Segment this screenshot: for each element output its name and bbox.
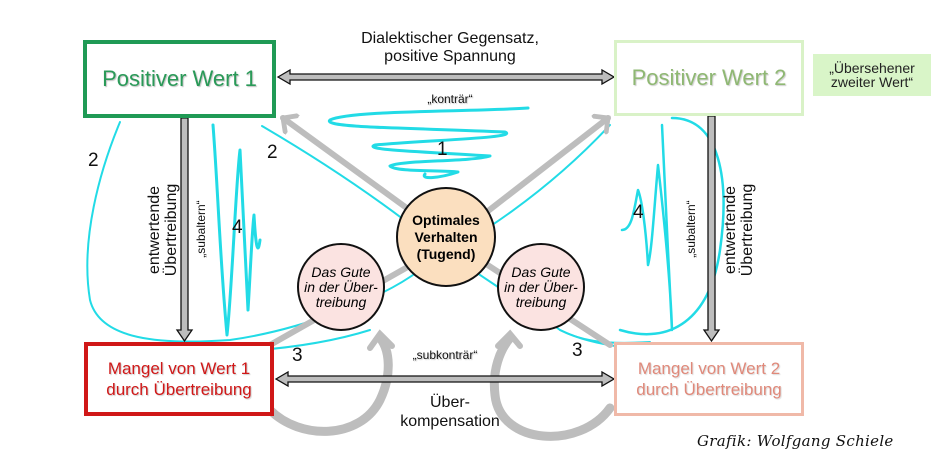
devaluing-exaggeration-right-label: entwertende Übertreibung bbox=[722, 183, 756, 277]
number-2-left: 2 bbox=[88, 150, 99, 171]
good-in-excess-left-circle: Das Gute in der Über- treibung bbox=[297, 243, 385, 331]
arrow-to-positive-2 bbox=[467, 118, 611, 228]
overcompensation-arrows bbox=[265, 329, 615, 441]
good-in-excess-left-label: Das Gute in der Über- treibung bbox=[304, 263, 378, 310]
double-arrow-top bbox=[276, 68, 616, 86]
number-4-left: 4 bbox=[232, 217, 243, 238]
contrary-label: „konträr“ bbox=[427, 92, 473, 106]
good-in-excess-right-label: Das Gute in der Über- treibung bbox=[504, 263, 578, 310]
positive-value-2-box: Positiver Wert 2 bbox=[614, 40, 804, 116]
number-1: 1 bbox=[437, 139, 448, 160]
lack-value-1-label: Mangel von Wert 1 durch Übertreibung bbox=[106, 359, 252, 399]
subaltern-left-label: „subaltern“ bbox=[194, 200, 208, 258]
down-arrow-right bbox=[702, 115, 721, 343]
lack-value-1-box: Mangel von Wert 1 durch Übertreibung bbox=[84, 342, 274, 416]
curved-arrow-left bbox=[265, 333, 393, 436]
down-arrow-left bbox=[175, 117, 194, 343]
optimal-behavior-label: Optimales Verhalten (Tugend) bbox=[412, 211, 480, 262]
overcompensation-label: Über- kompensation bbox=[400, 394, 500, 430]
subaltern-right-label: „subaltern“ bbox=[684, 200, 698, 258]
devaluing-exaggeration-left-label: entwertende Übertreibung bbox=[146, 183, 180, 277]
dialectic-label: Dialektischer Gegensatz, positive Spannu… bbox=[361, 30, 539, 65]
positive-value-1-box: Positiver Wert 1 bbox=[83, 40, 276, 118]
number-3-left: 3 bbox=[292, 345, 303, 366]
subcontrary-label: „subkonträr“ bbox=[412, 348, 478, 362]
graphic-credit: Grafik: Wolfgang Schiele bbox=[697, 432, 894, 450]
vertical-arrows bbox=[175, 115, 721, 343]
optimal-behavior-circle: Optimales Verhalten (Tugend) bbox=[396, 187, 496, 287]
curved-arrow-left-head bbox=[367, 329, 395, 351]
scribble-4-right bbox=[618, 116, 725, 336]
good-in-excess-right-circle: Das Gute in der Über- treibung bbox=[497, 243, 585, 331]
scribble-1-contrary bbox=[327, 106, 530, 180]
scribble-4-left bbox=[211, 123, 262, 337]
number-3-right: 3 bbox=[572, 340, 583, 361]
curved-arrow-right-head bbox=[495, 329, 523, 349]
double-arrow-bottom bbox=[274, 370, 616, 388]
lack-value-2-label: Mangel von Wert 2 durch Übertreibung bbox=[636, 359, 782, 399]
positive-value-2-label: Positiver Wert 2 bbox=[631, 65, 787, 90]
number-4-right: 4 bbox=[633, 202, 644, 223]
positive-value-1-label: Positiver Wert 1 bbox=[102, 66, 257, 91]
overlooked-second-value-note: „Übersehener zweiter Wert“ bbox=[813, 54, 931, 96]
number-2-mid: 2 bbox=[267, 142, 278, 163]
lack-value-2-box: Mangel von Wert 2 durch Übertreibung bbox=[614, 342, 804, 416]
curved-arrow-right bbox=[489, 333, 615, 441]
